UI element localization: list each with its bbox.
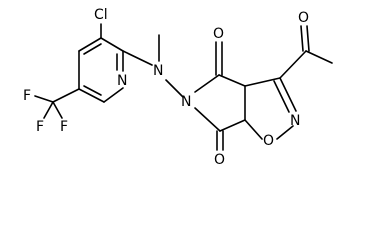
isoxazoline-ring — [244, 77, 297, 140]
bond — [52, 101, 63, 119]
bond — [122, 50, 153, 66]
bond — [83, 43, 102, 55]
bond — [279, 50, 307, 79]
bond — [244, 77, 281, 87]
acetyl-group — [279, 25, 333, 79]
imide-ring — [194, 41, 246, 151]
bond — [194, 107, 221, 132]
atom-label: Cl — [94, 7, 108, 23]
amine-linker — [122, 34, 184, 98]
bond — [218, 74, 246, 87]
bond — [305, 50, 333, 64]
bond — [300, 25, 304, 52]
bond — [83, 85, 102, 96]
atom-label: F — [36, 119, 44, 135]
atom-label: O — [214, 152, 225, 168]
trifluoromethyl-group — [34, 88, 80, 119]
bond — [43, 101, 54, 119]
atom-label: N — [153, 63, 163, 79]
bond — [78, 88, 105, 103]
atom-label: N — [117, 73, 127, 89]
molecule-drawing: Cl N N N N O O O O F F F — [23, 7, 333, 168]
bond — [194, 74, 220, 93]
atom-label: F — [23, 88, 31, 104]
bond — [34, 95, 54, 103]
bond — [219, 119, 246, 132]
atom-label: O — [213, 26, 224, 42]
atom-label: F — [60, 119, 68, 135]
atom-label: O — [263, 133, 274, 149]
atom-label: O — [298, 10, 309, 26]
pyridine-ring — [78, 37, 124, 103]
bond — [306, 25, 310, 52]
bond — [103, 87, 124, 103]
atom-label: N — [181, 94, 191, 110]
bond — [100, 37, 124, 52]
bond — [52, 88, 80, 103]
atom-label: N — [290, 113, 300, 129]
bond — [279, 77, 297, 112]
bond — [276, 125, 294, 140]
structure-diagram: Cl N N N N O O O O F F F — [23, 7, 333, 168]
bond — [78, 37, 102, 52]
bond — [244, 119, 263, 140]
bond — [273, 80, 290, 113]
bond — [165, 79, 184, 98]
